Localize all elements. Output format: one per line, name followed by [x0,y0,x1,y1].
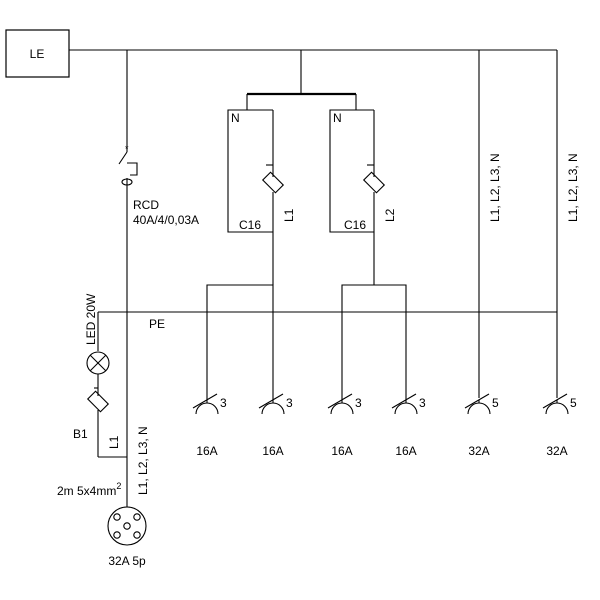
outlet-poles: 5 [570,396,577,410]
breaker-1 [227,109,285,285]
outlet-poles: 5 [492,396,499,410]
outlet-6: 5 32A [542,393,577,458]
outlet-pole-mark [542,393,568,409]
outlet-rating: 16A [331,444,352,458]
outlet-arc [545,402,569,415]
outlet-2: 3 16A [258,393,293,458]
outlet-rating: 32A [468,444,489,458]
outlet-4: 3 16A [391,393,426,458]
outlets-layer: 3 16A 3 16A 3 16A 3 16A 5 32A 5 32A [192,393,577,458]
feeder-label-1: L1, L2, L3, N [488,153,502,222]
rcd-rating: 40A/4/0,03A [133,213,199,227]
outlet-poles: 3 [220,396,227,410]
le-box-label: LE [30,47,45,61]
outlet-pole-mark [464,393,490,409]
breaker-2-rating: C16 [344,218,366,232]
outlet-arc [195,402,219,415]
outlet-pole-mark [391,393,417,409]
outlet-poles: 3 [286,396,293,410]
outlet-group-1-frame [206,284,274,400]
feeder-label-2: L1, L2, L3, N [566,153,580,222]
outlet-rating: 16A [262,444,283,458]
breaker-2-phase: L2 [383,208,397,222]
outlet-rating: 16A [395,444,416,458]
le-box [5,29,70,78]
main-plug [107,506,147,546]
outlet-arc [394,402,418,415]
b1-phase: L1 [107,435,121,449]
cable-spec: 2m 5x4mm2 [57,481,121,498]
outlet-group-2-frame [341,284,407,400]
breaker-1-phase: L1 [282,208,296,222]
outlet-rating: 32A [546,444,567,458]
outlet-poles: 3 [419,396,426,410]
main-feed-label: L1, L2, L3, N [136,426,150,495]
outlet-pole-mark [327,393,353,409]
pe-label: PE [149,317,165,331]
outlet-5: 5 32A [464,393,499,458]
svg-text:*: * [125,144,129,154]
b1-name: B1 [73,427,88,441]
outlet-pole-mark [258,393,284,409]
breaker-1-neutral: N [231,111,240,125]
led-label: LED 20W [84,293,98,345]
outlet-3: 3 16A [327,393,362,458]
breaker-1-rating: C16 [239,218,261,232]
led-lamp [86,351,110,375]
outlet-arc [261,402,285,415]
breaker-2 [329,109,386,285]
outlet-arc [330,402,354,415]
rcd-symbol: * [118,144,138,188]
rcd-name: RCD [133,198,159,212]
outlet-arc [467,402,491,415]
outlet-pole-mark [192,393,218,409]
main-plug-label: 32A 5p [108,554,146,568]
b1-fuse [86,388,127,458]
breaker-2-neutral: N [333,111,342,125]
outlet-1: 3 16A [192,393,227,458]
outlet-poles: 3 [355,396,362,410]
outlet-rating: 16A [196,444,217,458]
